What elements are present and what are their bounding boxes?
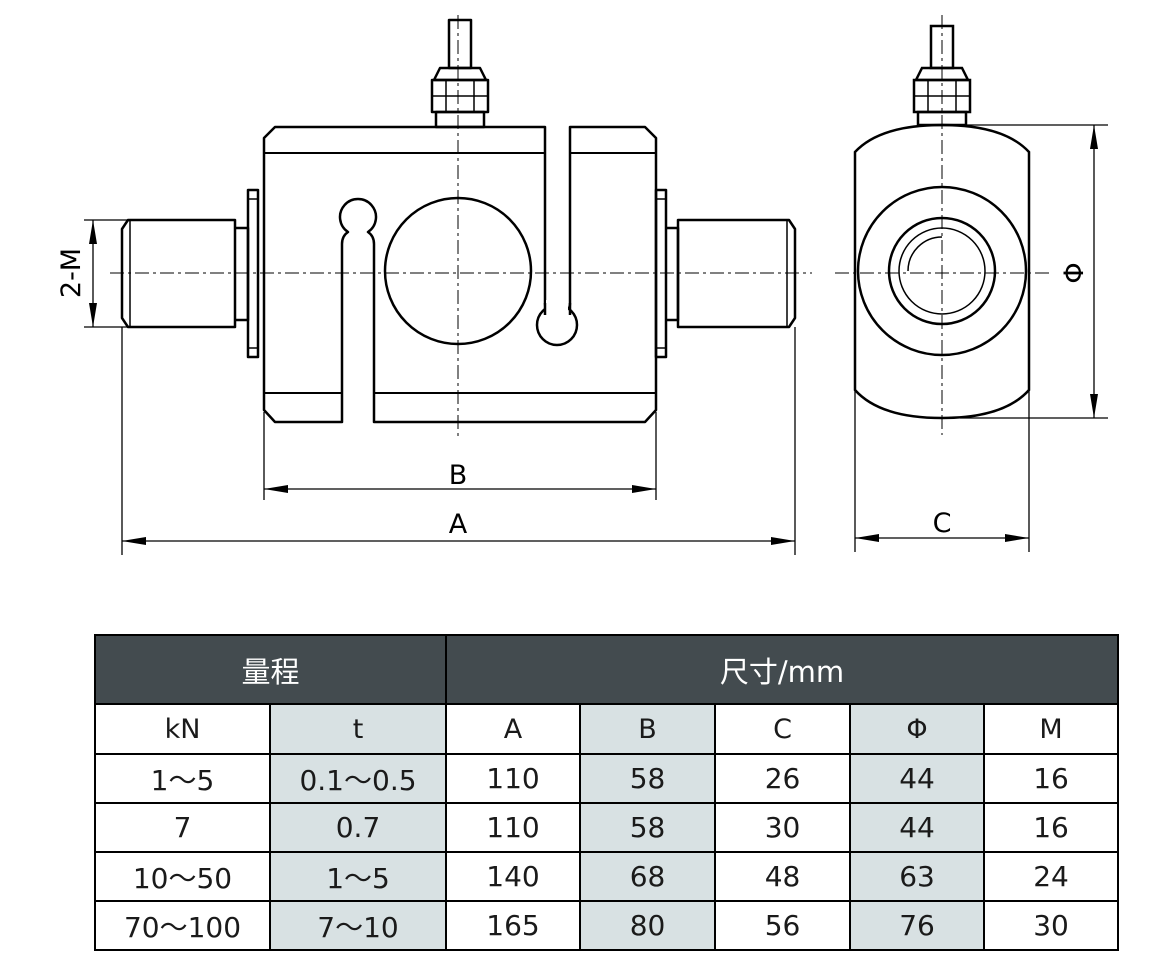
table-row: 7 0.7 110 58 30 44 16 (94, 802, 1120, 853)
sub-header-row: kN t A B C Φ M (94, 703, 1120, 755)
table-cell: 140 (445, 851, 582, 902)
side-view (853, 24, 1031, 420)
table-cell: 110 (445, 753, 582, 804)
table-cell: 110 (445, 802, 582, 853)
group-header-row: 量程 尺寸/mm (93, 634, 1120, 705)
dim-label-b: B (449, 460, 468, 491)
table-cell: 30 (983, 900, 1120, 951)
table-row: 10～50 1～5 140 68 48 63 24 (94, 851, 1120, 902)
table-row: 70～100 7～10 165 80 56 76 30 (94, 900, 1120, 951)
table-cell: 76 (849, 900, 986, 951)
table-cell: 44 (849, 753, 986, 804)
table-cell: 7～10 (268, 900, 448, 951)
table-row: 1～5 0.1～0.5 110 58 26 44 16 (94, 753, 1120, 804)
table-cell: 56 (714, 900, 852, 951)
table-cell: 58 (579, 753, 717, 804)
table-cell: 48 (714, 851, 852, 902)
col-header: C (714, 703, 852, 755)
table-cell: 165 (445, 900, 582, 951)
table-cell: 10～50 (94, 851, 271, 902)
dim-label-phi: Φ (1059, 262, 1090, 283)
table-cell: 26 (714, 753, 852, 804)
dim-label-c: C (933, 508, 952, 539)
col-header: t (268, 703, 448, 755)
cable-connector (447, 18, 473, 70)
col-header: A (445, 703, 582, 755)
table-cell: 1～5 (94, 753, 271, 804)
col-header: B (579, 703, 717, 755)
table-cell: 1～5 (268, 851, 448, 902)
table-cell: 16 (983, 753, 1120, 804)
right-threaded-stud (676, 218, 797, 329)
col-header: Φ (849, 703, 986, 755)
header-range: 量程 (93, 634, 448, 705)
table-cell: 0.1～0.5 (268, 753, 448, 804)
col-header: kN (94, 703, 271, 755)
col-header: M (983, 703, 1120, 755)
table-cell: 80 (579, 900, 717, 951)
header-dimensions: 尺寸/mm (445, 634, 1120, 705)
table-cell: 70～100 (94, 900, 271, 951)
table-cell: 7 (94, 802, 271, 853)
dim-label-a: A (449, 509, 468, 540)
table-cell: 63 (849, 851, 986, 902)
table-cell: 44 (849, 802, 986, 853)
table-cell: 30 (714, 802, 852, 853)
table-cell: 24 (983, 851, 1120, 902)
table-cell: 16 (983, 802, 1120, 853)
dim-label-2m: 2-M (56, 248, 87, 298)
table-cell: 58 (579, 802, 717, 853)
load-cell-drawing: 2-M B A C Φ (56, 15, 1108, 555)
table-cell: 68 (579, 851, 717, 902)
table-cell: 0.7 (268, 802, 448, 853)
spec-table: 量程 尺寸/mm kN t A B C Φ M 1～5 0.1～0.5 110 … (93, 634, 1120, 951)
s-beam-body (262, 125, 658, 424)
